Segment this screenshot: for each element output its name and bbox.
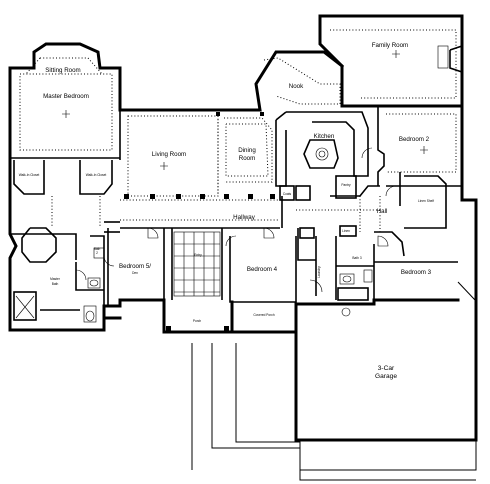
label-family-room: Family Room: [372, 42, 408, 49]
entry-tile-grid: [173, 231, 221, 297]
doors: [75, 147, 397, 293]
kitchen-counters: [275, 111, 369, 187]
label-coats: Coats: [283, 192, 292, 196]
label-laundry: Laundry: [317, 266, 321, 278]
label-master-bath-line1: Master: [50, 277, 61, 281]
label-kitchen: Kitchen: [314, 133, 335, 140]
ceiling-fan-marks: [62, 50, 428, 170]
label-pantry: Pantry: [341, 183, 351, 187]
interior-walls: [10, 106, 462, 321]
label-linen: Linen: [342, 229, 350, 233]
label-dining-room-line1: Dining: [238, 147, 256, 154]
room-labels: Sitting Room Master Bedroom Living Room …: [19, 42, 434, 380]
label-hallway: Hallway: [233, 214, 256, 221]
label-garage-line1: 3-Car: [378, 365, 395, 372]
driveway-lines: [191, 281, 477, 481]
exterior-walls: [8, 14, 478, 442]
label-bedroom-2: Bedroom 2: [399, 136, 430, 143]
bath-fixtures: [15, 247, 373, 323]
label-dining-room-line2: Room: [239, 155, 256, 162]
label-bedroom-4: Bedroom 4: [247, 266, 278, 273]
ceiling-dotted-lines: [19, 29, 457, 232]
label-porch: Porch: [193, 319, 202, 323]
label-walk-in-closet-left: Walk-In Closet: [19, 173, 40, 177]
label-bedroom-5-line1: Bedroom 5/: [119, 263, 151, 270]
label-covered-porch: Covered Porch: [253, 313, 274, 317]
label-living-room: Living Room: [152, 151, 186, 158]
label-walk-in-closet-right: Walk-In Closet: [86, 173, 107, 177]
label-nook: Nook: [289, 83, 304, 90]
label-bath-3: Bath 3: [352, 256, 361, 260]
label-entry: Entry: [194, 253, 202, 257]
label-master-bedroom: Master Bedroom: [43, 93, 89, 100]
label-garage-line2: Garage: [375, 373, 397, 380]
label-bath-2-line2: 2: [96, 251, 98, 255]
label-bath-2-line1: Bath: [94, 247, 101, 251]
columns: [124, 112, 275, 331]
fireplace: [437, 44, 463, 74]
label-bedroom-3: Bedroom 3: [401, 269, 432, 276]
label-linen-shelf: Linen Shelf: [418, 199, 434, 203]
label-sitting-room: Sitting Room: [45, 67, 80, 74]
label-hall: Hall: [377, 208, 388, 215]
label-master-bath-line2: Bath: [52, 282, 59, 286]
label-bedroom-5-line2: Den: [132, 271, 138, 275]
